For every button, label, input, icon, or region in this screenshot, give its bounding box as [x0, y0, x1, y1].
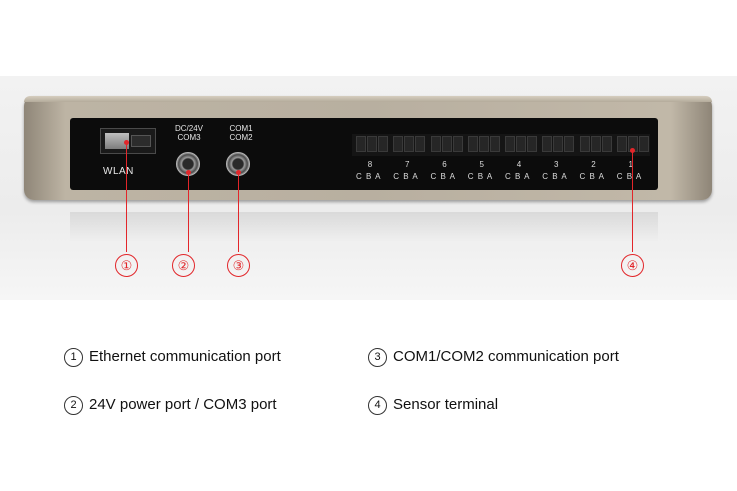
terminal-letters: C B A [393, 172, 419, 181]
leader-line-3 [238, 172, 239, 252]
terminal-pin [415, 136, 426, 152]
leader-dot-3 [236, 170, 241, 175]
terminal-group-number: 5 [479, 160, 484, 169]
terminal-pin [452, 136, 463, 152]
terminal-group-number: 2 [591, 160, 596, 169]
marker-2: ② [172, 254, 195, 277]
leader-dot-2 [186, 170, 191, 175]
terminal-pin [378, 136, 388, 152]
terminal-letters: C B A [356, 172, 382, 181]
leader-line-1 [126, 142, 127, 252]
terminal-letters: C B A [430, 172, 456, 181]
terminal-letters: C B A [505, 172, 531, 181]
leader-dot-4 [630, 148, 635, 153]
terminal-pin [430, 136, 441, 152]
marker-4: ④ [621, 254, 644, 277]
ethernet-port [100, 128, 156, 154]
terminal-pin [638, 136, 649, 152]
terminal-letters: C B A [542, 172, 568, 181]
terminal-group-number: 1 [628, 160, 633, 169]
terminal-group-number: 7 [405, 160, 410, 169]
terminal-pin [356, 136, 366, 152]
terminal-pin [367, 136, 377, 152]
wlan-label: WLAN [103, 166, 134, 177]
marker-3: ③ [227, 254, 250, 277]
leader-line-4 [632, 150, 633, 252]
terminal-group-number: 8 [367, 160, 373, 169]
terminal-pin [590, 136, 601, 152]
marker-1: ① [115, 254, 138, 277]
terminal-pin [516, 136, 526, 152]
terminal-pin [553, 136, 564, 152]
terminal-pin [467, 136, 478, 152]
panel-reflection [70, 212, 658, 242]
terminal-pin [616, 136, 627, 152]
terminal-group-number: 3 [554, 160, 559, 169]
terminal-pin [579, 136, 590, 152]
terminal-pin [564, 136, 575, 152]
leader-line-2 [188, 172, 189, 252]
terminal-group-number: 4 [516, 160, 522, 169]
terminal-pin [527, 136, 537, 152]
terminal-group-number: 6 [442, 160, 447, 169]
terminal-pin [393, 136, 404, 152]
terminal-pin [441, 136, 452, 152]
terminal-block [352, 134, 650, 156]
terminal-pin [542, 136, 553, 152]
terminal-letters: C B A [579, 172, 605, 181]
terminal-pin [505, 136, 515, 152]
terminal-letters: C B A [616, 172, 643, 181]
terminal-pin [489, 136, 500, 152]
terminal-letters: C B A [467, 172, 494, 181]
terminal-pin [478, 136, 489, 152]
terminal-pin [601, 136, 612, 152]
terminal-pin [404, 136, 415, 152]
leader-dot-1 [124, 140, 129, 145]
